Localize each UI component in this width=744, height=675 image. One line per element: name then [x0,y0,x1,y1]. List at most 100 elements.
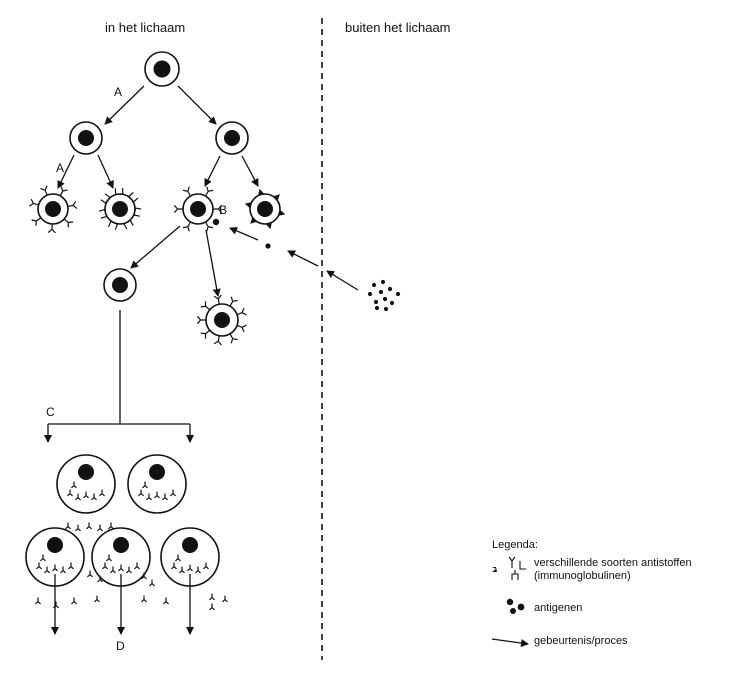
legend-antibodies-line1: verschillende soorten antistoffen [534,557,692,569]
antibody-icon [99,489,105,497]
antibody-icon [102,562,108,570]
antibody-icon [170,489,176,497]
antigen-dot [378,289,384,295]
antibody-icon [83,491,89,499]
antibody-icon [75,493,81,501]
antibody-icon [108,522,114,530]
antibody-icon [209,603,215,611]
antibody-icon [106,554,112,562]
antibody-icon [141,572,147,580]
antibody-icon [40,554,46,562]
arrows-layer [44,85,359,635]
arrow-division-a-left [104,85,145,125]
arrow-to-antibody-cell [205,229,221,297]
antibody-icon [94,595,100,603]
legend-antibodies-line2: (immunoglobulinen) [534,570,631,582]
b-cell-activated [174,186,222,232]
antibody-icon [222,595,228,603]
plasma-cell [56,454,116,514]
b-cell-receptor-cup [98,187,142,230]
antibody-icon [65,522,71,530]
antigen-dot [380,279,386,285]
antigen-dot [387,286,393,292]
arrow-left-right [97,154,114,189]
antigen-dot [374,305,380,311]
plasma-cell [91,527,151,587]
antibody-icon [97,524,103,532]
arrow-division-right [177,85,217,125]
label-c: C [46,405,55,419]
antigen-cluster [367,279,401,312]
b-cell-receptor-wedge [244,188,286,230]
header-in-body: in het lichaam [105,20,185,35]
cells-layer [25,51,286,611]
plasma-cell [160,527,220,587]
label-b: B [219,203,227,217]
plasma-cell [127,454,187,514]
antibody-icon [492,556,526,580]
antibody-icon [60,566,66,574]
b-cell-receptor-y [28,185,78,234]
antibody-icon [203,562,209,570]
legend-antigens: antigenen [534,602,582,614]
antibody-icon [75,524,81,532]
arrow-antigen-inside [287,250,319,267]
legend-process: gebeurtenis/proces [534,635,628,647]
arrow-icon [491,638,529,647]
antibody-icon [154,491,160,499]
antibody-icon [91,493,97,501]
arrow-right-left [204,155,221,187]
antibody-icon [36,562,42,570]
memory-cell [103,268,137,302]
antibody-icon [86,522,92,530]
antigen-icon [506,598,525,614]
antigen-dot [371,282,377,288]
antibody-icon [163,597,169,605]
antigen-dot [389,300,395,306]
arrow-right-right [241,155,259,187]
antibody-icon [110,566,116,574]
b-cell-left [69,121,103,155]
antibody-icon [175,554,181,562]
antigen-dot [395,291,401,297]
b-cell-right [215,121,249,155]
antibody-icon [162,493,168,501]
antibody-icon [87,570,93,578]
antibody-icon [67,489,73,497]
label-a-left: A [56,161,64,175]
antibody-cell [197,294,247,346]
antibody-icon [68,562,74,570]
antibody-icon [138,489,144,497]
antigen-dot [265,243,271,249]
antigen-dot [383,306,389,312]
legend: Legenda: verschillende soorten antistoff… [491,539,692,647]
legend-title: Legenda: [492,539,538,551]
antibody-icon [187,564,193,572]
arrow-antigen-entry [326,270,359,291]
antibody-icon [142,481,148,489]
antibody-icon [141,595,147,603]
arrow-left-left [57,154,75,189]
antibody-icon [118,564,124,572]
antibody-icon [149,579,155,587]
antibody-icon [179,566,185,574]
label-a-top: A [114,85,122,99]
b-cell-root [144,51,180,87]
antigen-dot [382,296,388,302]
header-outside-body: buiten het lichaam [345,20,451,35]
antigen-dot [373,299,379,305]
antibody-icon [195,566,201,574]
antibody-icon [97,575,103,583]
antibody-icon [126,566,132,574]
antigen-dot [367,291,373,297]
plasma-cell [25,527,85,587]
antibody-icon [146,493,152,501]
antigen-dot [212,218,220,226]
antibody-icon [52,564,58,572]
antibody-icon [71,481,77,489]
antibody-icon [134,562,140,570]
antigens-layer [212,218,401,312]
antibody-icon [209,593,215,601]
